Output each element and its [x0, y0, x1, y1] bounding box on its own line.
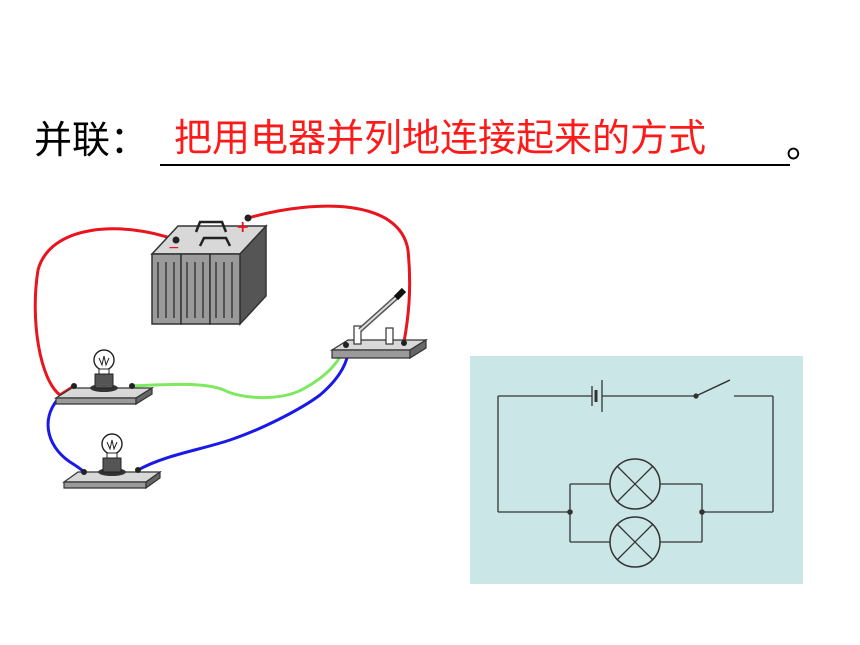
red-wire-left: [33, 227, 177, 397]
blue-wire-right: [137, 344, 350, 472]
knife-switch-icon: [329, 287, 429, 360]
battery-plus-sign: +: [236, 217, 249, 236]
green-wire: [131, 344, 348, 400]
light-bulb-icon: [53, 349, 155, 406]
answer-underline: [160, 164, 790, 166]
lamp-symbol-icon: [609, 516, 661, 568]
red-wire-right: [247, 204, 412, 343]
heading-label: 并联：: [34, 118, 149, 162]
light-bulb-icon: [62, 433, 162, 490]
heading-period: 。: [786, 122, 825, 166]
blue-wire-left: [46, 393, 86, 474]
cell-symbol-icon: [591, 380, 603, 412]
lamp-symbol-icon: [609, 458, 661, 510]
junction-dot: [699, 509, 705, 515]
switch-symbol-icon: [693, 379, 731, 399]
battery-icon: − +: [150, 214, 268, 326]
circuit-schematic: [470, 356, 803, 584]
heading-answer: 把用电器并列地连接起来的方式: [174, 116, 707, 160]
circuit-illustration: − +: [33, 204, 803, 584]
battery-minus-sign: −: [168, 240, 180, 256]
heading: 并联： 把用电器并列地连接起来的方式 。: [34, 112, 834, 172]
junction-dot: [567, 509, 573, 515]
